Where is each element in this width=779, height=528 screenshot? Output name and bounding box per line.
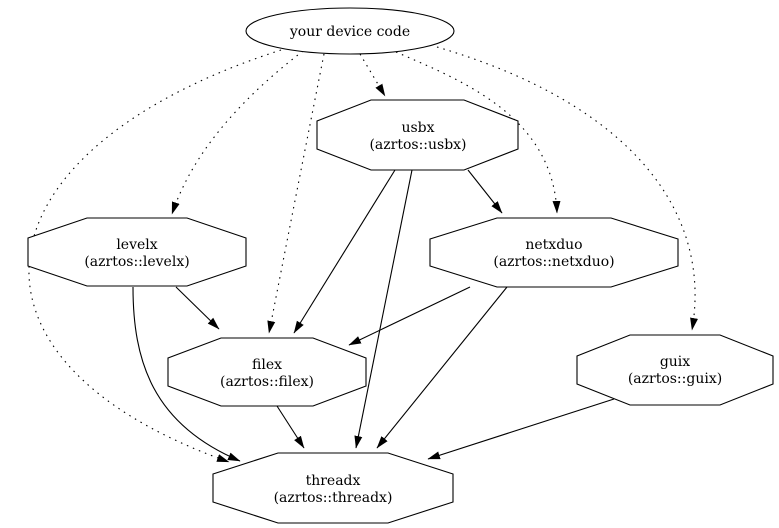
edge-netxduo-threadx [376, 286, 508, 449]
edge-usbx-threadx [354, 169, 413, 449]
edge-netxduo-filex [348, 286, 471, 346]
edge-guix-threadx [427, 398, 615, 460]
threadx-octagon [212, 452, 454, 524]
node-filex: filex (azrtos::filex) [167, 337, 367, 407]
filex-sublabel: (azrtos::filex) [220, 374, 314, 390]
node-threadx: threadx (azrtos::threadx) [212, 452, 454, 524]
edge-usbx-netxduo [467, 169, 503, 214]
edge-device-guix [436, 46, 698, 331]
node-device: your device code [245, 7, 455, 55]
levelx-octagon [27, 217, 247, 287]
usbx-sublabel: (azrtos::usbx) [369, 137, 466, 153]
threadx-sublabel: (azrtos::threadx) [274, 490, 393, 506]
filex-label: filex [252, 357, 282, 373]
device-label: your device code [289, 24, 410, 40]
netxduo-octagon [429, 217, 679, 288]
edge-levelx-threadx [132, 286, 241, 462]
guix-octagon [576, 334, 774, 406]
netxduo-label: netxduo [525, 237, 582, 253]
edge-device-filex [267, 53, 325, 334]
levelx-label: levelx [116, 237, 157, 253]
usbx-octagon [316, 99, 519, 171]
netxduo-sublabel: (azrtos::netxduo) [493, 254, 614, 270]
edge-usbx-filex [293, 169, 396, 334]
edge-filex-threadx [276, 405, 305, 449]
node-netxduo: netxduo (azrtos::netxduo) [429, 217, 679, 288]
edge-device-levelx [171, 50, 304, 215]
guix-label: guix [660, 354, 690, 370]
guix-sublabel: (azrtos::guix) [628, 371, 722, 387]
usbx-label: usbx [401, 120, 434, 136]
edge-levelx-filex [175, 286, 220, 330]
edge-device-usbx [359, 53, 386, 97]
node-levelx: levelx (azrtos::levelx) [27, 217, 247, 287]
node-guix: guix (azrtos::guix) [576, 334, 774, 406]
threadx-label: threadx [306, 473, 361, 489]
node-usbx: usbx (azrtos::usbx) [316, 99, 519, 171]
device-ellipse [245, 7, 455, 55]
levelx-sublabel: (azrtos::levelx) [84, 254, 189, 270]
filex-octagon [167, 337, 367, 407]
